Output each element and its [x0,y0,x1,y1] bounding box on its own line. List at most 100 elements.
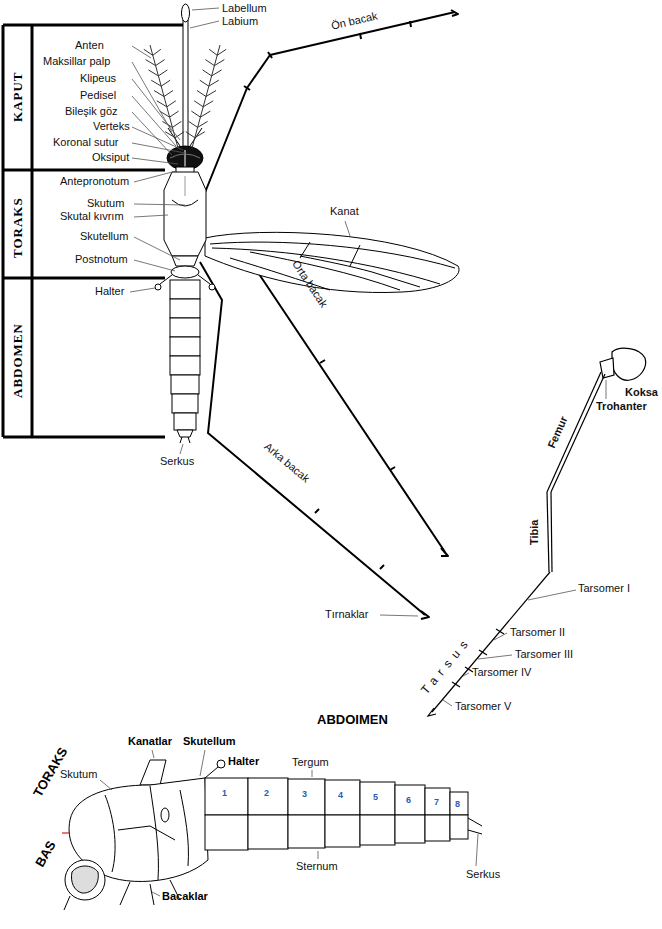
leg-drawing [320,360,325,363]
region-bracket [3,24,185,27]
body-drawing [155,284,161,290]
leg-detail-drawing [452,682,460,687]
body-drawing [177,430,193,437]
segment-number: 7 [434,797,439,808]
leader-line [132,143,185,153]
lateral-view-drawing [205,815,248,850]
segment-number: 6 [406,795,411,806]
region-label: TORAKS [10,197,26,258]
leader-line [132,96,176,146]
leader-line [134,171,176,182]
body-drawing [155,167,215,443]
part-label: Tarsus [418,633,475,697]
red-tick [62,832,69,833]
leader-line [134,215,168,217]
leg-drawing [441,548,448,556]
part-label: Maksillar palp [43,55,110,68]
leg-drawing [410,21,411,27]
segment-number: 4 [338,790,343,801]
body-drawing [164,172,206,256]
leg-detail-drawing [551,492,552,572]
lateral-view-drawing [395,785,425,815]
body-drawing [172,394,198,413]
leader-line [312,770,313,777]
part-label: Pedisel [80,89,116,102]
part-label: Tarsomer II [510,626,565,639]
leader-line [318,851,319,859]
lateral-view-drawing [150,884,154,905]
body-drawing [170,356,200,375]
leg-drawing [200,262,425,615]
part-label: Skutal kıvrım [60,210,124,223]
lateral-view-drawing [425,815,450,841]
part-label: Trohanter [596,400,647,413]
leader-line [443,380,606,706]
lateral-view-drawing [65,860,105,900]
leader-line [190,21,219,28]
leader-line [130,8,418,616]
leader-line [132,127,183,150]
lateral-view-drawing [217,760,225,768]
leader-line [463,673,469,676]
lateral-view-drawing [105,795,115,872]
leader-line [380,615,418,616]
leg-drawing [360,33,361,39]
wing-drawing [300,256,420,287]
leader-line [100,750,478,896]
leg-drawing [421,611,429,619]
body-drawing [171,375,199,394]
body-drawing [188,437,190,443]
segment-number: 8 [455,799,460,810]
lateral-view-drawing [248,815,288,849]
body-drawing [172,256,198,266]
part-label: Arka bacak [262,440,313,485]
leg-drawing [451,10,458,16]
lateral-view-drawing [360,815,395,845]
part-label: Kanat [330,205,359,218]
region-bracket [3,169,165,172]
lateral-view-drawing [64,760,482,910]
body-drawing [170,337,200,356]
part-label: Tarsomer III [515,648,573,661]
leg-detail-drawing [547,492,549,572]
leader-line [132,158,178,164]
part-label: Ön bacak [330,9,379,32]
part-label: Serkus [466,868,500,881]
head-drawing [182,4,190,22]
leader-line [134,237,180,260]
part-label: Tarsomer IV [472,666,531,679]
part-label: Orta bacak [289,258,330,310]
leg-drawing [315,509,319,513]
red-tick [62,832,69,833]
leader-line [528,590,576,600]
leg-detail-drawing [600,358,614,378]
leg-drawing [200,10,458,619]
part-label: Oksiput [92,151,129,164]
leader-line [494,633,507,640]
part-label: Koksa [625,386,658,399]
leg-detail-drawing [432,572,550,712]
part-label: Bacaklar [162,890,208,903]
region-bracket [3,436,165,439]
lateral-view-drawing [450,792,468,815]
leg-drawing [244,86,250,90]
region-label: KAPUT [10,72,26,123]
leader-line [476,834,478,866]
part-label: Postnotum [75,253,128,266]
body-drawing [170,280,200,299]
lateral-view-drawing [150,786,158,880]
part-label: Halter [95,285,124,298]
leader-line [132,112,172,155]
leg-drawing [390,467,395,470]
lateral-view-drawing [180,790,188,866]
leg-drawing [380,565,384,569]
leader-line [100,780,112,790]
body-drawing [209,284,215,290]
part-label: Serkus [160,455,194,468]
region-label: BAS [32,838,59,870]
body-drawing [171,266,199,278]
leader-line [345,221,350,236]
leader-line [180,444,183,454]
lateral-view-drawing [325,780,360,815]
leader-line [200,750,205,776]
